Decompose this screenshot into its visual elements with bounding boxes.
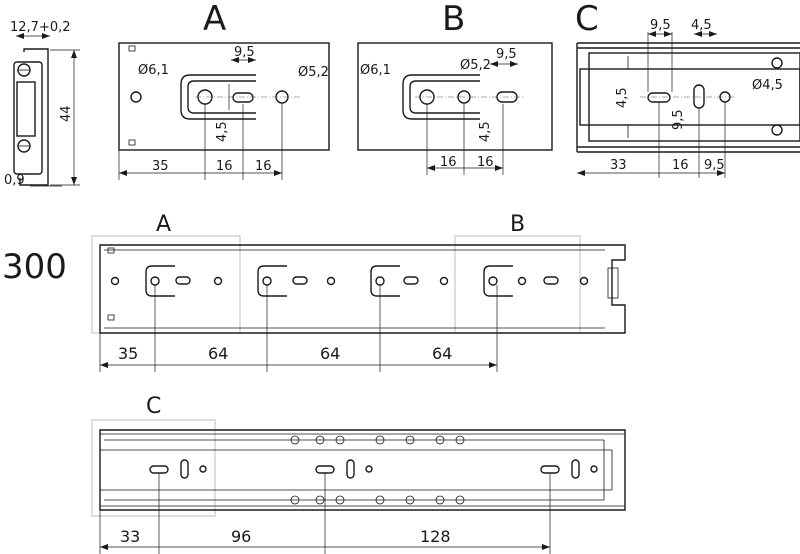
detail-a-slot-width-label: 9,5 [234,45,255,60]
detail-a-dim-3: 16 [255,159,272,174]
profile-width-label: 12,7+0,2 [10,20,71,35]
detail-b-dim-1: 16 [440,155,457,170]
detail-c-slot-height-label: 4,5 [615,87,630,108]
detail-c-dim-3: 9,5 [704,158,725,173]
detail-b-hole2-label: Ø5,2 [460,58,491,73]
detail-b-hole1-label: Ø6,1 [360,63,391,78]
detail-b-slot-width-label: 9,5 [496,47,517,62]
detail-a-title: A [203,0,226,39]
detail-a-dim-1: 35 [152,159,169,174]
detail-a-dim-2: 16 [216,159,233,174]
detail-c: C 9,5 4,5 4,5 9,5 Ø4,5 33 16 9,5 [575,0,800,178]
detail-c-slot2-width-label: 4,5 [691,18,712,33]
detail-b: B Ø6,1 Ø5,2 9,5 4,5 16 16 [357,0,553,175]
detail-c-hole-label: Ø4,5 [752,78,783,93]
mount-group-1 [145,265,223,297]
slide-length-label: 300 [2,247,67,287]
detail-c-slot-width-label: 9,5 [650,18,671,33]
inner-rail-dim-3: 64 [320,344,340,363]
detail-a-slot-height-label: 4,5 [215,121,230,142]
rail-detail-b-label: B [510,212,525,237]
inner-rail-dim-4: 64 [432,344,452,363]
outer-rail-dim-1: 33 [120,527,140,546]
outer-rail-dim-2: 96 [231,527,251,546]
rail-detail-a-label: A [156,212,171,237]
detail-c-frame [91,419,216,517]
profile-section: 12,7+0,2 44 0,9 [4,20,80,188]
outer-rail: C 33 96 128 [91,394,626,554]
inner-rail-dim-2: 64 [208,344,228,363]
profile-height-label: 44 [59,105,74,122]
profile-thickness-label: 0,9 [4,173,25,188]
detail-a: A Ø6,1 9,5 Ø5,2 4,5 35 16 16 [118,0,330,180]
detail-c-dim-2: 16 [672,158,689,173]
ball-cage-bottom [290,495,465,505]
detail-c-title: C [575,0,599,39]
inner-rail: A B 35 64 64 64 [91,212,626,372]
detail-b-frame [454,235,581,334]
rail-detail-c-label: C [146,394,161,419]
mount-group-3 [370,265,449,297]
detail-c-slot2-height-label: 9,5 [671,109,686,130]
detail-a-hole2-label: Ø5,2 [298,65,329,80]
detail-b-dim-2: 16 [477,155,494,170]
detail-b-title: B [442,0,465,39]
mount-group-2 [257,265,336,297]
inner-rail-dim-1: 35 [118,344,138,363]
detail-b-slot-height-label: 4,5 [478,121,493,142]
ball-cage-top [290,435,465,445]
outer-rail-dim-3: 128 [420,527,451,546]
detail-a-hole1-label: Ø6,1 [138,63,169,78]
detail-c-dim-1: 33 [610,158,627,173]
mount-group-4 [483,265,589,297]
